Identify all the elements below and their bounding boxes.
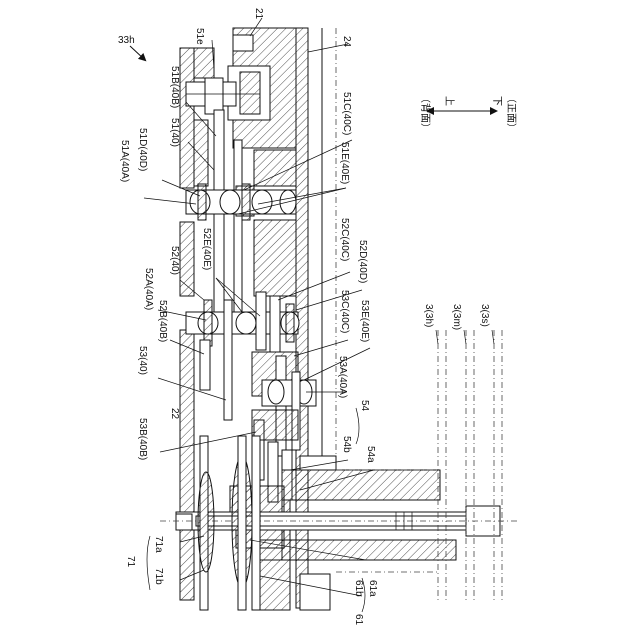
svg-text:24: 24 [341, 36, 352, 48]
svg-text:52B(40B): 52B(40B) [157, 300, 168, 342]
label-3m: 3(3m) [451, 304, 462, 330]
figure-id-label: 33h [118, 35, 135, 46]
figure-id-arrow [130, 46, 145, 60]
svg-text:51D(40D): 51D(40D) [137, 128, 148, 171]
svg-text:51A(40A): 51A(40A) [119, 140, 130, 182]
svg-text:61a: 61a [367, 580, 378, 597]
orientation-down: 下 [491, 96, 502, 106]
svg-text:（正面）: （正面） [505, 93, 517, 133]
label-51e: 51e [194, 28, 205, 45]
svg-text:61b: 61b [353, 580, 364, 597]
housing-block-21 [228, 28, 296, 148]
label-51D: 51D(40D) [137, 128, 148, 171]
label-54a: 54a [365, 446, 376, 463]
svg-text:51B(40B): 51B(40B) [169, 66, 180, 108]
bracket-54 [356, 408, 359, 444]
housing-mid [254, 150, 296, 296]
svg-text:51E(40E): 51E(40E) [339, 142, 350, 184]
label-51E: 51E(40E) [339, 142, 350, 184]
svg-text:52A(40A): 52A(40A) [143, 268, 154, 310]
label-71: 71 [125, 556, 136, 568]
svg-text:71b: 71b [153, 568, 164, 585]
svg-text:61: 61 [353, 614, 364, 626]
svg-text:53C(40C): 53C(40C) [339, 290, 350, 333]
svg-text:下: 下 [491, 96, 502, 106]
label-52C: 52C(40C) [339, 218, 350, 261]
label-53E: 53E(40E) [359, 300, 370, 342]
svg-text:53E(40E): 53E(40E) [359, 300, 370, 342]
orientation-front: （正面） [505, 93, 517, 133]
svg-text:上: 上 [443, 96, 455, 106]
orientation-up: 上 [443, 96, 455, 106]
label-3h: 3(3h) [423, 304, 434, 327]
label-61: 61 [353, 614, 364, 626]
label-52B: 52B(40B) [157, 300, 168, 342]
svg-text:3(3m): 3(3m) [451, 304, 462, 330]
label-51C: 51C(40C) [341, 92, 352, 135]
label-51A: 51A(40A) [119, 140, 130, 182]
svg-text:54: 54 [359, 400, 370, 412]
label-54b: 54b [341, 436, 352, 453]
label-51B: 51B(40B) [169, 66, 180, 108]
label-52A: 52A(40A) [143, 268, 154, 310]
svg-text:52(40): 52(40) [169, 246, 180, 275]
label-54: 54 [359, 400, 370, 412]
svg-text:54b: 54b [341, 436, 352, 453]
label-3s: 3(3s) [479, 304, 490, 327]
svg-text:53A(40A): 53A(40A) [337, 356, 348, 398]
label-71a: 71a [153, 536, 164, 553]
label-53A: 53A(40A) [337, 356, 348, 398]
label-53B: 53B(40B) [137, 418, 148, 460]
label-53: 53(40) [137, 346, 148, 375]
svg-text:3(3s): 3(3s) [479, 304, 490, 327]
label-51: 51(40) [169, 118, 180, 147]
label-22: 22 [169, 408, 180, 420]
svg-text:51(40): 51(40) [169, 118, 180, 147]
label-24: 24 [341, 36, 352, 48]
label-53C: 53C(40C) [339, 290, 350, 333]
bracket-71 [147, 536, 150, 590]
svg-text:52D(40D): 52D(40D) [357, 240, 368, 283]
svg-text:3(3h): 3(3h) [423, 304, 434, 327]
svg-text:71a: 71a [153, 536, 164, 553]
svg-text:51C(40C): 51C(40C) [341, 92, 352, 135]
svg-text:53(40): 53(40) [137, 346, 148, 375]
svg-text:52C(40C): 52C(40C) [339, 218, 350, 261]
svg-text:52E(40E): 52E(40E) [201, 228, 212, 270]
label-52: 52(40) [169, 246, 180, 275]
svg-text:51e: 51e [194, 28, 205, 45]
orientation-back: （背面） [419, 93, 432, 133]
svg-text:（背面）: （背面） [419, 93, 432, 133]
label-61b: 61b [353, 580, 364, 597]
label-52D: 52D(40D) [357, 240, 368, 283]
svg-text:22: 22 [169, 408, 180, 420]
label-61a: 61a [367, 580, 378, 597]
svg-text:53B(40B): 53B(40B) [137, 418, 148, 460]
label-71b: 71b [153, 568, 164, 585]
svg-text:71: 71 [125, 556, 136, 568]
label-21: 21 [253, 8, 264, 20]
svg-text:54a: 54a [365, 446, 376, 463]
label-52E: 52E(40E) [201, 228, 212, 270]
svg-text:21: 21 [253, 8, 264, 20]
